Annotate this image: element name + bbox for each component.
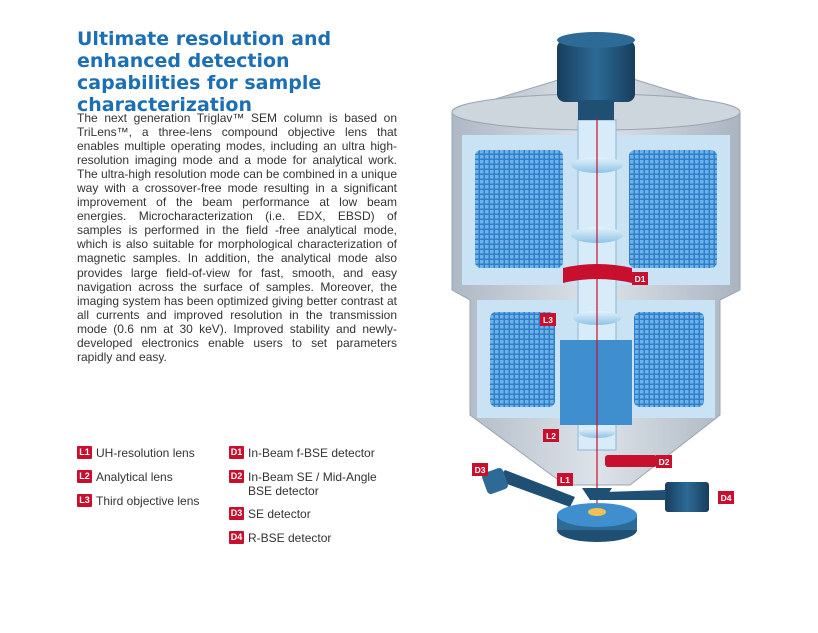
legend-badge-l3: L3 <box>77 494 92 507</box>
upper-coil-right <box>629 150 717 268</box>
upper-coil-left <box>475 150 563 268</box>
legend-detectors: D1 In-Beam f-BSE detector D2 In-Beam SE … <box>229 446 399 555</box>
sample <box>588 508 606 516</box>
label-d2: D2 <box>659 457 670 467</box>
electron-gun <box>557 40 635 102</box>
sem-column-diagram: D1 L3 L2 D2 D3 L1 D4 <box>451 32 741 542</box>
label-d2-bg <box>656 455 672 468</box>
legend-label-d4: R-BSE detector <box>248 531 332 545</box>
legend-item-d4: D4 R-BSE detector <box>229 531 399 545</box>
page-title: Ultimate resolution and enhanced detecti… <box>77 28 332 116</box>
lower-coil-left <box>490 312 555 407</box>
label-d3: D3 <box>475 465 486 475</box>
d4-detector-arm <box>603 490 666 500</box>
electron-gun-neck <box>578 100 614 120</box>
legend-badge-d1: D1 <box>229 446 244 459</box>
label-d1: D1 <box>635 274 646 284</box>
legend-label-d3: SE detector <box>248 507 311 521</box>
label-l1-bg <box>557 473 573 486</box>
label-l2-bg <box>543 429 559 442</box>
label-d3-bg <box>472 463 488 476</box>
legend-badge-d3: D3 <box>229 507 244 520</box>
legend-badge-l1: L1 <box>77 446 92 459</box>
legend-item-l3: L3 Third objective lens <box>77 494 199 508</box>
legend-item-d2: D2 In-Beam SE / Mid-Angle BSE detector <box>229 470 399 498</box>
d3-detector-head <box>482 468 508 494</box>
electron-gun-top <box>557 32 635 48</box>
d3-detector-arm <box>496 470 575 507</box>
legend-item-l1: L1 UH-resolution lens <box>77 446 199 460</box>
legend-item-d1: D1 In-Beam f-BSE detector <box>229 446 399 460</box>
label-d4: D4 <box>721 493 732 503</box>
legend-badge-d2: D2 <box>229 470 244 483</box>
legend-label-l2: Analytical lens <box>96 470 173 484</box>
label-l1: L1 <box>560 475 570 485</box>
legend-lenses: L1 UH-resolution lens L2 Analytical lens… <box>77 446 199 518</box>
label-d4-bg <box>718 491 734 504</box>
lower-coil-right <box>634 312 704 407</box>
legend-item-l2: L2 Analytical lens <box>77 470 199 484</box>
label-l2: L2 <box>546 431 556 441</box>
intro-paragraph: The next generation Triglav™ SEM column … <box>77 111 397 364</box>
legend-badge-d4: D4 <box>229 531 244 544</box>
label-d1-bg <box>632 272 648 285</box>
legend-label-l3: Third objective lens <box>96 494 200 508</box>
label-l3: L3 <box>543 315 553 325</box>
l1-pole-tip <box>582 488 612 500</box>
d2-detector <box>605 455 657 467</box>
legend-item-d3: D3 SE detector <box>229 507 399 521</box>
legend-label-d1: In-Beam f-BSE detector <box>248 446 375 460</box>
legend-label-d2: In-Beam SE / Mid-Angle BSE detector <box>248 470 377 498</box>
d4-detector-body <box>665 482 709 512</box>
central-lens-body <box>560 340 632 425</box>
label-l3-bg <box>540 313 556 326</box>
legend-badge-l2: L2 <box>77 470 92 483</box>
legend-label-l1: UH-resolution lens <box>96 446 195 460</box>
